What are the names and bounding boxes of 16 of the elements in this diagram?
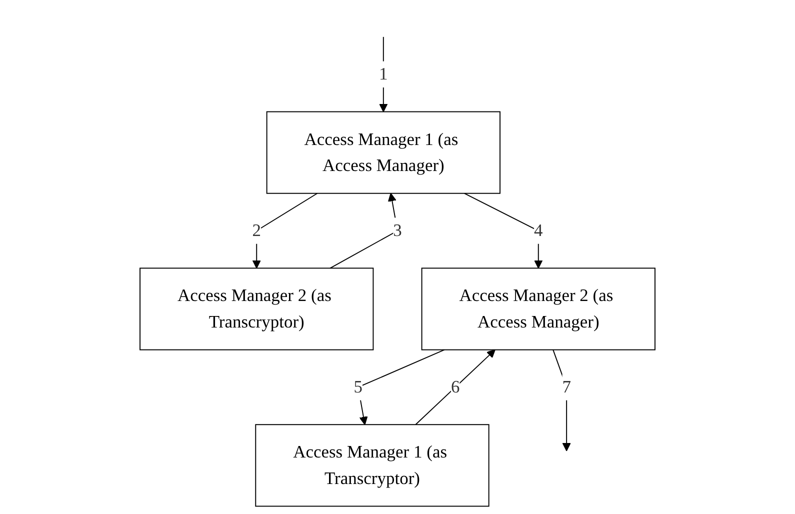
arrow [552, 349, 571, 452]
node-box: Access Manager 2 (as Access Manager) [421, 268, 656, 350]
arrow [415, 349, 496, 426]
edge-label: 7 [562, 377, 571, 396]
arrow [379, 36, 388, 112]
edge-label: 3 [393, 220, 402, 240]
node-box: Access Manager 1 (as Access Manager) [266, 111, 500, 194]
edge-label: 4 [534, 220, 543, 240]
edge-label: 6 [450, 377, 460, 396]
node-box: Access Manager 2 (as Transcryptor) [140, 268, 374, 350]
node-box: Access Manager 1 (as Transcryptor) [255, 424, 490, 507]
arrow [252, 192, 318, 269]
edge-label: 1 [379, 64, 388, 84]
edge-label: 5 [354, 377, 363, 396]
edge-label: 2 [252, 220, 261, 240]
arrow [464, 192, 543, 269]
